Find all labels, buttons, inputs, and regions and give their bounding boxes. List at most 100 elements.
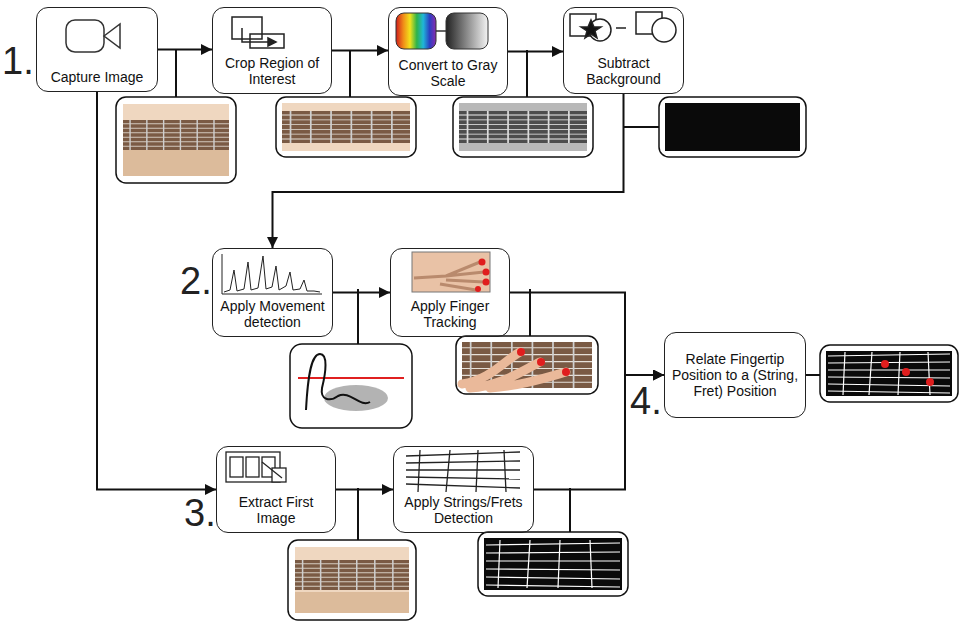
detected-strings-thumbnail — [484, 538, 622, 590]
film-strip-icon — [226, 452, 286, 482]
detected-strings-thumbnail — [486, 540, 620, 588]
gray-thumbnail — [453, 97, 593, 157]
finger-tracking-thumbnail — [456, 336, 598, 394]
color-to-gray-icon — [436, 30, 446, 32]
hand-icon — [483, 269, 490, 276]
leader-line — [357, 488, 359, 540]
fingertip-map-thumbnail — [881, 360, 889, 368]
fingertip-map-thumbnail — [826, 351, 952, 396]
motion-plot-thumbnail — [290, 344, 412, 428]
fingertip-map-thumbnail — [820, 345, 958, 402]
finger-tracking-thumbnail — [562, 368, 570, 376]
cropped-thumbnail — [276, 97, 416, 157]
leader-line — [349, 50, 351, 97]
string-grid-icon — [446, 450, 450, 492]
flow-arrow — [333, 292, 390, 294]
flow-arrow — [332, 50, 388, 52]
first-frame-thumbnail — [288, 540, 416, 620]
string-grid-icon — [406, 450, 520, 492]
hand-icon — [414, 262, 484, 290]
leader-line — [624, 126, 659, 128]
crop-icon — [250, 34, 284, 48]
finger-tracking-thumbnail — [517, 348, 525, 356]
process-box: Subtract Background — [563, 7, 684, 94]
flow-arrow — [510, 293, 664, 376]
leader-line — [176, 50, 820, 540]
hand-icon — [412, 252, 490, 292]
fingertip-map-thumbnail — [828, 352, 950, 395]
fingertip-map-thumbnail — [902, 368, 910, 376]
photo-thumbnail — [116, 97, 236, 183]
crop-icon — [232, 17, 262, 39]
box-label: Apply Strings/Frets Detection — [400, 494, 527, 526]
film-strip-icon — [262, 462, 282, 478]
photo-thumbnail — [116, 97, 236, 183]
finger-tracking-thumbnail — [462, 342, 592, 388]
detected-strings-thumbnail — [527, 540, 530, 588]
camera-icon — [66, 20, 104, 52]
first-frame-thumbnail — [288, 540, 416, 620]
flow-arrow — [273, 94, 624, 248]
mapping-box: Relate Fingertip Position to a (String, … — [664, 332, 806, 418]
detected-strings-thumbnail — [478, 532, 628, 596]
fingertip-map-thumbnail — [820, 345, 958, 402]
camera-icon — [104, 24, 120, 48]
first-frame-thumbnail — [295, 560, 409, 590]
motion-plot-thumbnail — [290, 344, 412, 428]
string-grid-icon — [406, 469, 520, 470]
subtract-icon — [570, 12, 676, 42]
photo-thumbnail — [123, 150, 229, 176]
box-label: Relate Fingertip Position to a (String, … — [671, 351, 799, 399]
detected-strings-thumbnail — [486, 552, 620, 553]
subtract-icon — [581, 20, 601, 38]
leader-line — [526, 50, 528, 97]
step-number: 4. — [630, 382, 662, 420]
step-number: 1. — [2, 42, 34, 80]
process-box: Apply Finger Tracking — [390, 248, 510, 337]
box-label: Apply Movement detection — [219, 298, 326, 330]
subtract-icon — [616, 27, 626, 29]
photo-thumbnail — [123, 104, 229, 176]
box-label: Convert to Gray Scale — [395, 57, 501, 89]
detected-strings-thumbnail — [558, 540, 560, 588]
leader-line — [357, 289, 359, 344]
leader-line — [569, 488, 571, 532]
box-label: Apply Finger Tracking — [397, 298, 503, 330]
detected-strings-thumbnail — [486, 543, 620, 545]
finger-tracking-thumbnail — [462, 352, 566, 388]
signal-plot-icon — [222, 254, 322, 294]
motion-plot-thumbnail — [298, 377, 404, 379]
step-number: 2. — [180, 262, 212, 300]
box-label: Extract First Image — [223, 494, 329, 526]
string-grid-icon — [476, 450, 478, 492]
photo-thumbnail — [123, 120, 229, 150]
flow-arrow — [97, 92, 216, 490]
string-grid-icon — [406, 477, 520, 479]
gray-thumbnail — [459, 111, 587, 143]
step-number: 3. — [184, 494, 216, 532]
string-grid-icon — [406, 452, 520, 456]
fingertip-map-thumbnail — [843, 352, 845, 395]
color-to-gray-icon — [446, 13, 488, 49]
detected-strings-thumbnail — [486, 585, 620, 587]
signal-plot-icon — [224, 256, 320, 292]
color-to-gray-icon — [396, 13, 488, 49]
string-grid-icon — [406, 484, 520, 488]
flow-arrow — [158, 49, 212, 51]
gray-thumbnail — [459, 103, 587, 151]
camera-icon — [66, 20, 120, 52]
string-grid-icon — [418, 450, 420, 492]
fingertip-map-thumbnail — [828, 362, 950, 363]
cropped-thumbnail — [276, 97, 416, 157]
detected-strings-thumbnail — [486, 577, 620, 579]
process-box: Convert to Gray Scale — [388, 7, 508, 96]
detected-strings-thumbnail — [498, 540, 500, 588]
fingertip-map-thumbnail — [828, 369, 950, 370]
process-box: Crop Region of Interest — [212, 7, 332, 94]
string-grid-icon — [406, 461, 520, 463]
first-frame-thumbnail — [295, 547, 409, 613]
gray-thumbnail — [453, 97, 593, 157]
film-strip-icon — [246, 457, 259, 477]
cropped-thumbnail — [282, 111, 410, 143]
